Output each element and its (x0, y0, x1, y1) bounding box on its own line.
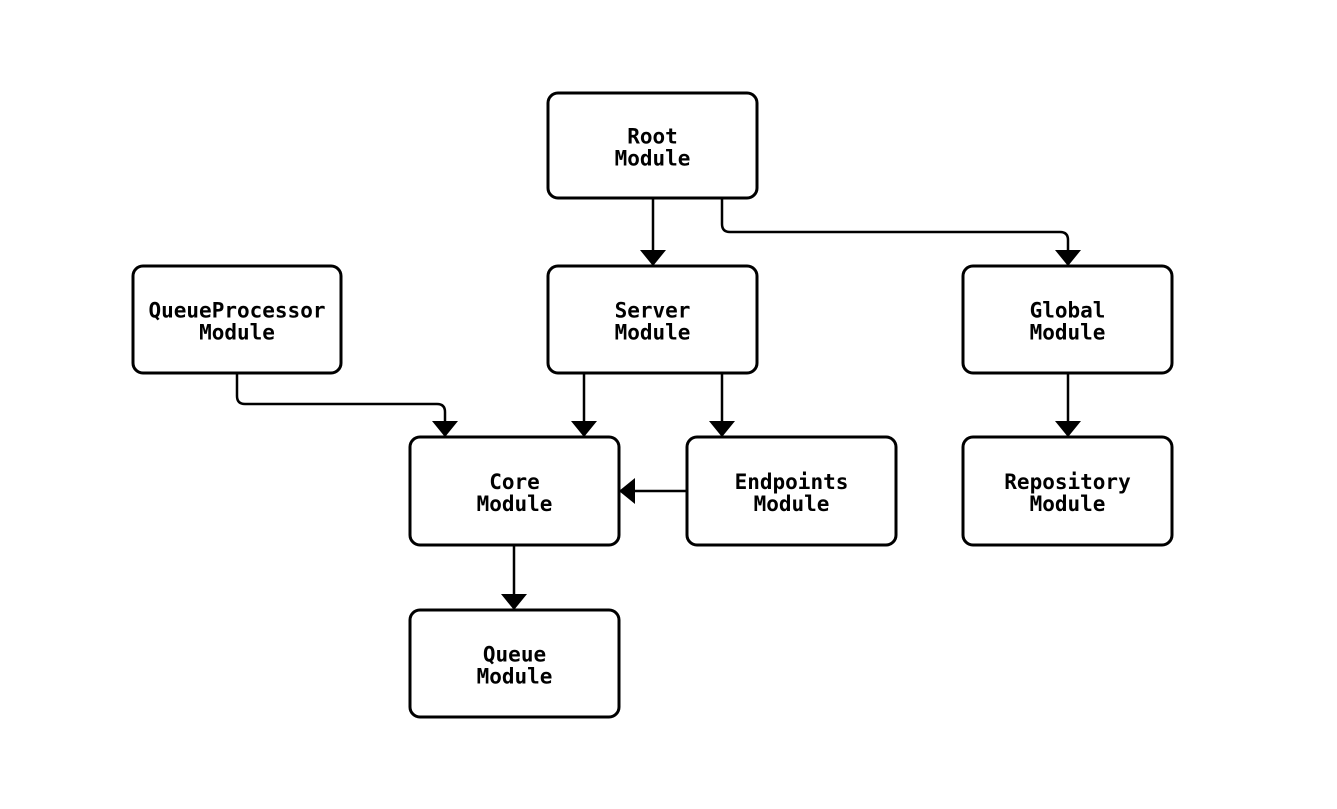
module-node-label-root-line1: Root (627, 125, 678, 149)
module-node-box-root (546, 91, 759, 200)
module-node-label-global-line2: Module (1030, 321, 1106, 345)
nodes-layer: RootModuleQueueProcessorModuleServerModu… (131, 91, 1174, 719)
module-node-label-queue-line2: Module (477, 665, 553, 689)
module-node-label-server-line1: Server (615, 299, 691, 323)
edges-layer (235, 196, 1081, 612)
module-node-label-core-line1: Core (489, 470, 540, 494)
module-node-box-repository (961, 435, 1174, 547)
module-node-label-queueprocessor-line1: QueueProcessor (148, 299, 325, 323)
module-node-label-queueprocessor-line2: Module (199, 321, 275, 345)
module-node-label-root-line2: Module (615, 147, 691, 171)
module-node-label-endpoints-line2: Module (754, 492, 830, 516)
dependency-edge-root-to-global (720, 196, 1081, 268)
module-node-box-queueprocessor (131, 264, 343, 375)
module-node-box-core (408, 435, 621, 547)
module-node-label-repository-line2: Module (1030, 492, 1106, 516)
module-node-label-queue-line1: Queue (483, 643, 546, 667)
module-node-box-queue (408, 608, 621, 719)
module-node-label-core-line2: Module (477, 492, 553, 516)
module-node-box-endpoints (685, 435, 898, 547)
module-node-label-server-line2: Module (615, 321, 691, 345)
module-node-label-endpoints-line1: Endpoints (735, 470, 849, 494)
module-node-box-server (546, 264, 759, 375)
module-node-label-global-line1: Global (1030, 299, 1106, 323)
module-node-box-global (961, 264, 1174, 375)
module-node-label-repository-line1: Repository (1004, 470, 1131, 494)
dependency-edge-queueprocessor-to-core (235, 371, 458, 439)
